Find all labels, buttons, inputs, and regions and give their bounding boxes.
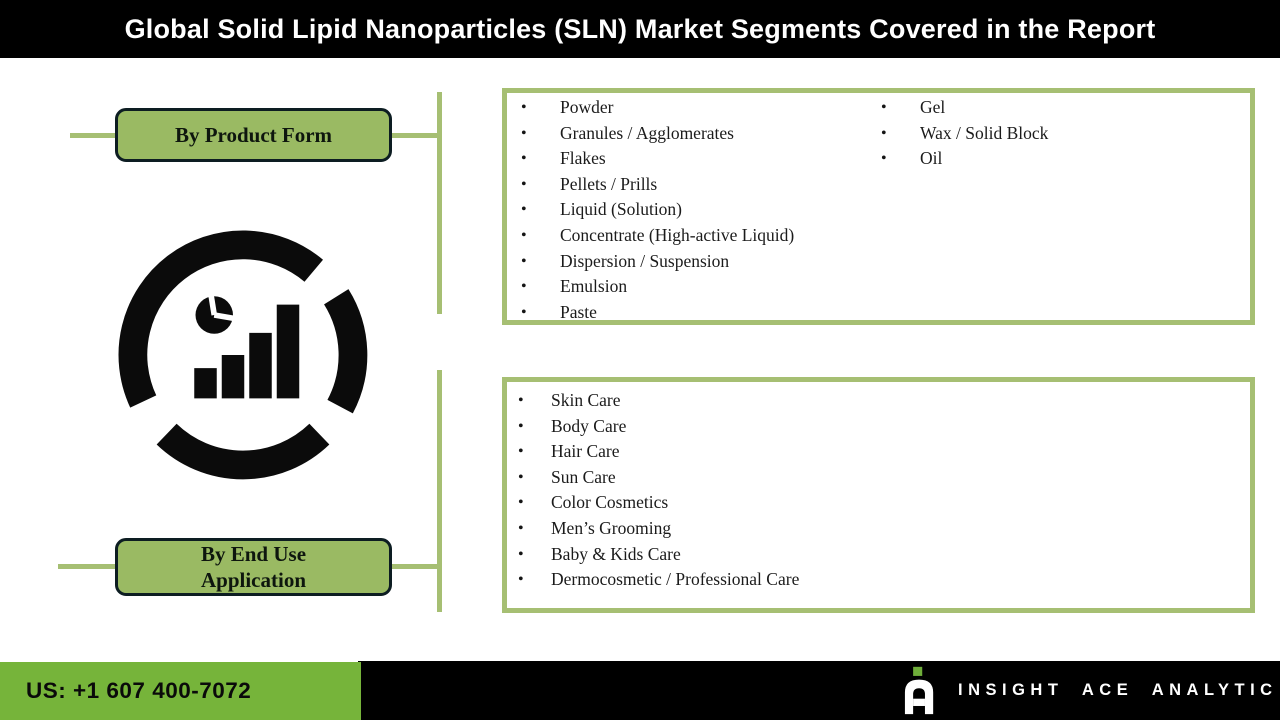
phone-banner: US: +1 607 400-7072 [0, 662, 361, 720]
segment-label-product-form: By Product Form [115, 108, 392, 162]
segment-label-end-use-application: By End Use Application [115, 538, 392, 596]
end-use-application-list-box: Skin CareBody CareHair CareSun CareColor… [502, 377, 1255, 613]
list-item: Dermocosmetic / Professional Care [507, 567, 799, 593]
list-item: Hair Care [507, 439, 799, 465]
list-item: Pellets / Prills [507, 172, 794, 198]
end-use-column-1: Skin CareBody CareHair CareSun CareColor… [507, 388, 799, 593]
list-item: Gel [867, 95, 1048, 121]
list-item: Color Cosmetics [507, 490, 799, 516]
list-item: Emulsion [507, 274, 794, 300]
segmented-ring-icon [118, 230, 368, 480]
segment-label-text: By End Use Application [200, 542, 307, 592]
list-item: Powder [507, 95, 794, 121]
list-item: Skin Care [507, 388, 799, 414]
logo-green-dot [913, 666, 923, 676]
insight-ace-logo-icon [904, 666, 934, 715]
phone-number: US: +1 607 400-7072 [26, 678, 252, 703]
title-bar: Global Solid Lipid Nanoparticles (SLN) M… [0, 0, 1280, 58]
list-item: Oil [867, 146, 1048, 172]
connector-line-right-2 [392, 564, 440, 569]
product-form-list-box: PowderGranules / AgglomeratesFlakesPelle… [502, 88, 1255, 325]
list-item: Concentrate (High-active Liquid) [507, 223, 794, 249]
connector-line-left-2 [58, 564, 115, 569]
segment-label-text: By Product Form [174, 123, 333, 147]
list-item: Men’s Grooming [507, 516, 799, 542]
connector-line-left-1 [70, 133, 115, 138]
connector-bracket-2 [437, 370, 442, 612]
page-title: Global Solid Lipid Nanoparticles (SLN) M… [124, 13, 1156, 44]
list-item: Liquid (Solution) [507, 197, 794, 223]
market-analytics-icon [118, 230, 368, 480]
list-item: Baby & Kids Care [507, 542, 799, 568]
list-item: Granules / Agglomerates [507, 121, 794, 147]
pie-chart-icon [195, 292, 237, 334]
list-item: Sun Care [507, 465, 799, 491]
connector-bracket-1 [437, 92, 442, 314]
list-item: Paste [507, 300, 794, 326]
footer-bar [358, 661, 1280, 720]
bar-chart-icon [194, 304, 300, 399]
list-item: Wax / Solid Block [867, 121, 1048, 147]
brand-name: INSIGHT ACE ANALYTIC [958, 681, 1278, 699]
list-item: Body Care [507, 414, 799, 440]
product-form-column-2: GelWax / Solid BlockOil [867, 95, 1048, 172]
connector-line-right-1 [392, 133, 440, 138]
list-item: Flakes [507, 146, 794, 172]
product-form-column-1: PowderGranules / AgglomeratesFlakesPelle… [507, 95, 794, 325]
list-item: Dispersion / Suspension [507, 249, 794, 275]
